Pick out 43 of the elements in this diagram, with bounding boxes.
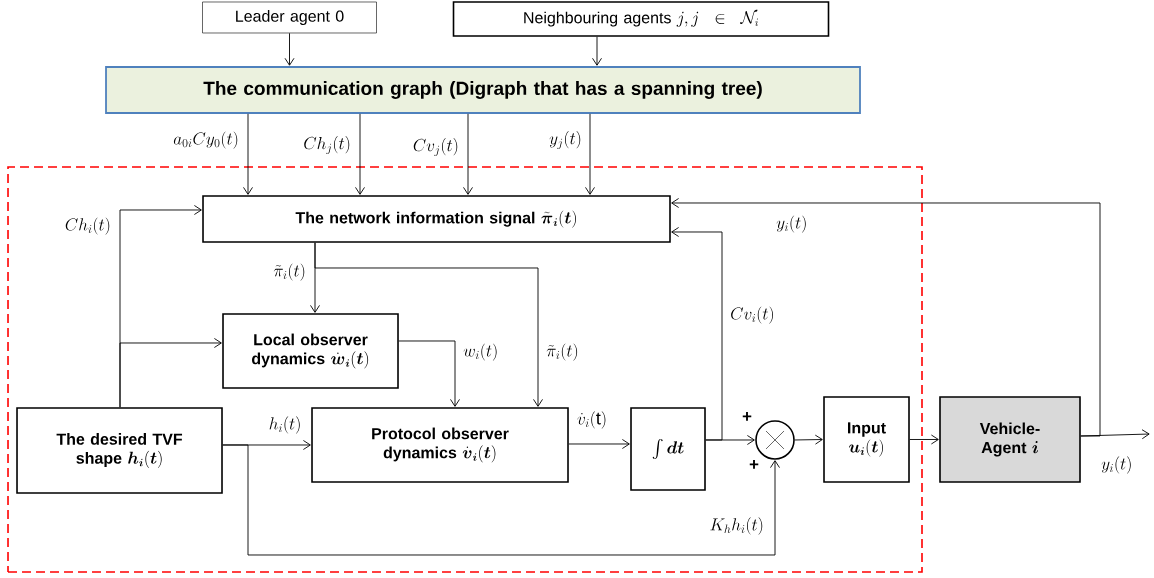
- edge-label: $\tilde{\pi}_i(t)$: [273, 263, 305, 281]
- summing-junction: [755, 420, 795, 460]
- arrow: [794, 434, 823, 445]
- arrow: [222, 444, 780, 556]
- arrow: [284, 32, 295, 66]
- arrow: [671, 227, 723, 441]
- edge-label: $\dot{v}_i(\mathrm{t})$: [577, 411, 606, 429]
- integrator-box: $\int \boldsymbol{dt}$: [630, 407, 706, 491]
- arrow: [909, 434, 939, 445]
- edge-label: $a_{0i}Cy_0(t)$: [173, 131, 238, 149]
- graph-box: The communication graph (Digraph that has a spanning tree): [105, 66, 861, 114]
- edge-label: $\tilde{\pi}_i(t)$: [546, 343, 578, 361]
- sign-label: +: [742, 412, 752, 421]
- edge-label: $Cv_j(t)$: [413, 138, 458, 157]
- edge-label: $Cv_i(t)$: [731, 306, 773, 324]
- edge-label: $h_i(t)$: [269, 416, 300, 434]
- edge-label: $y_i(t)$: [1101, 456, 1131, 474]
- dashed-boundary: [7, 166, 923, 573]
- edge-label: $Ch_j(t)$: [304, 136, 350, 155]
- arrow: [592, 36, 602, 66]
- vehicle-box: Vehicle-Agent $\boldsymbol{i}$: [939, 396, 1081, 483]
- edge-label: $y_i(t)$: [776, 215, 806, 233]
- edge-label: $w_i(t)$: [463, 343, 497, 361]
- arrow: [243, 113, 253, 195]
- arrow: [314, 242, 543, 407]
- agent-box: Leader agent 0: [202, 1, 377, 34]
- arrow: [585, 113, 595, 195]
- edge-label: $y_j(t)$: [549, 131, 581, 150]
- observer-box: Local observer dynamics $\dot{\boldsymbol{w}}_{\boldsymbol{i}}(\boldsymbol{t})$: [222, 313, 399, 389]
- edge-label: $Ch_i(t)$: [65, 217, 110, 235]
- input-box: Input $\boldsymbol{u}_{\boldsymbol{i}}(\boldsymbol{t})$: [823, 396, 910, 483]
- signal-box: The network information signal $\tilde{\boldsymbol{\pi}}_{\boldsymbol{i}}(\boldsymbol{t})$: [202, 195, 671, 243]
- arrow: [119, 338, 222, 408]
- arrow: [398, 340, 460, 407]
- edge-label: $K_h h_i(t)$: [710, 517, 763, 535]
- arrow: [355, 113, 365, 195]
- arrow: [568, 439, 630, 449]
- arrow: [671, 198, 1101, 437]
- shape-box: The desired TVF shape $\boldsymbol{h}_{\boldsymbol{i}}(\boldsymbol{t})$: [16, 407, 223, 494]
- agent-box: Neighbouring agents $j, j \in \mathcal{N}_i$: [452, 1, 830, 37]
- observer-box: Protocol observer dynamics $\dot{\boldsymbol{v}}_{\boldsymbol{i}}(\boldsymbol{t})$: [311, 407, 569, 483]
- sign-label: +: [749, 460, 759, 469]
- arrow: [463, 113, 473, 195]
